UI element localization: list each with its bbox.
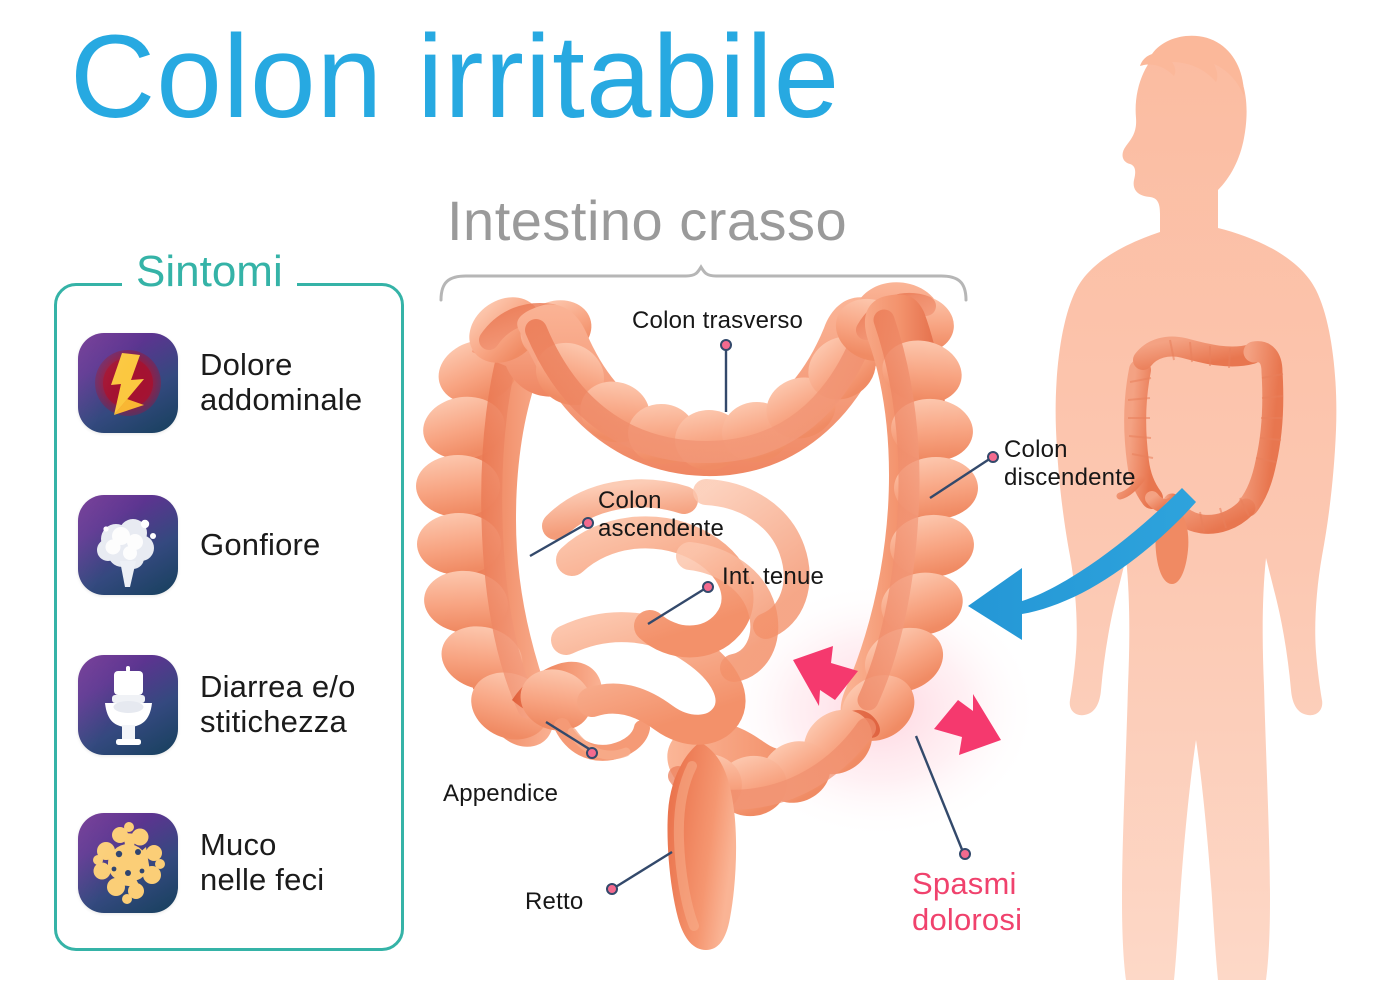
blue-zoom-arrow xyxy=(968,488,1196,640)
bloating-cloud-icon xyxy=(78,495,178,595)
label-colon-trasverso: Colon trasverso xyxy=(632,307,804,334)
mucus-blob-icon xyxy=(78,813,178,913)
symptom-label: Gonfiore xyxy=(200,526,321,562)
spasm-arrow-left xyxy=(793,646,858,706)
symptom-row-bloating: Gonfiore xyxy=(78,490,398,600)
organ-title: Intestino crasso xyxy=(447,189,848,252)
mini-colon-haustra xyxy=(1127,339,1284,533)
page-title: Colon irritabile xyxy=(70,11,841,143)
human-silhouette xyxy=(1055,35,1337,981)
colon-transverse xyxy=(517,297,891,477)
rectum xyxy=(667,742,737,950)
colon-descending xyxy=(840,294,978,741)
label-appendice: Appendice xyxy=(443,780,559,807)
toilet-icon xyxy=(78,655,178,755)
small-intestine xyxy=(542,479,810,745)
symptom-label: Dolore addominale xyxy=(200,347,363,417)
symptom-row-pain: Dolore addominale xyxy=(78,328,398,438)
symptom-row-diarrhea: Diarrea e/o stitichezza xyxy=(78,650,398,760)
label-int-tenue: Int. tenue xyxy=(722,563,825,590)
lightning-pain-icon xyxy=(78,333,178,433)
symptom-label: Diarrea e/o stitichezza xyxy=(200,669,356,739)
spasm-arrow-right xyxy=(934,694,1001,755)
colon-ascending xyxy=(416,308,554,747)
brace-intestino-crasso xyxy=(439,264,968,302)
symptom-label: Muco nelle feci xyxy=(200,827,325,897)
label-colon-ascendente: Colon ascendente xyxy=(598,487,725,542)
leader-lines xyxy=(529,348,992,890)
label-spasmi-dolorosi: Spasmi dolorosi xyxy=(912,866,1023,937)
label-retto: Retto xyxy=(525,888,584,915)
symptom-row-mucus: Muco nelle feci xyxy=(78,808,398,918)
leader-dots xyxy=(582,339,999,895)
label-colon-discendente: Colon discendente xyxy=(1004,436,1136,491)
symptoms-heading: Sintomi xyxy=(122,250,297,294)
